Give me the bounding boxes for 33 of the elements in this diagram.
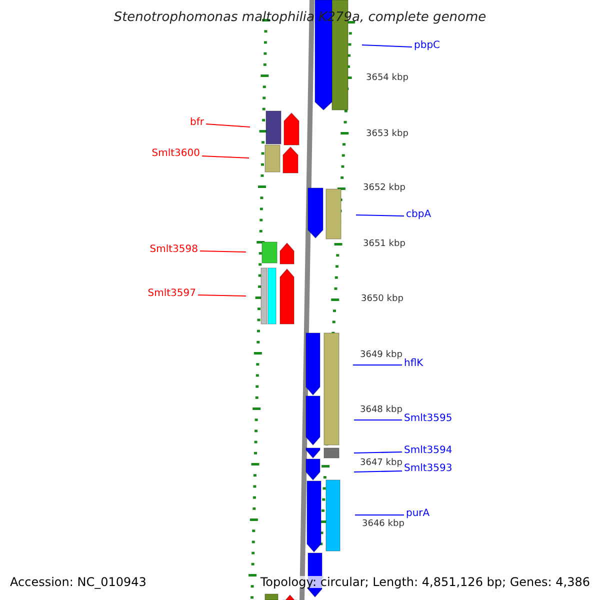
gene-label: Smlt3600 (152, 149, 200, 159)
position-label: 3649 kbp (360, 351, 402, 360)
leader-line (352, 364, 402, 366)
gene-label: Smlt3594 (404, 446, 452, 456)
position-label: 3646 kbp (362, 520, 404, 529)
footer-text: Accession: NC_010943 (10, 576, 146, 588)
gene-label: Smlt3595 (404, 414, 452, 424)
gene-label: Smlt3597 (148, 289, 196, 299)
leader-line (354, 470, 402, 472)
leader-line (200, 250, 246, 252)
gene-label: Smlt3598 (150, 245, 198, 255)
position-label: 3652 kbp (363, 184, 406, 193)
leader-line (354, 452, 402, 454)
gene-label: purA (406, 509, 430, 519)
position-label: 3654 kbp (366, 74, 408, 83)
gene-label: pbpC (414, 41, 440, 51)
gene-label: cbpA (406, 210, 432, 220)
leader-line (362, 44, 412, 48)
position-label: 3647 kbp (360, 459, 402, 468)
gene-label: bfr (190, 118, 204, 128)
gene-label: Smlt3593 (404, 464, 452, 474)
map-title: Stenotrophomonas maltophilia K279a, complete genome (112, 10, 488, 25)
leader-line (354, 514, 404, 516)
position-label: 3651 kbp (363, 240, 406, 249)
leader-line (356, 214, 404, 216)
position-label: 3648 kbp (360, 406, 402, 415)
leader-line (202, 156, 250, 158)
leader-line (206, 124, 250, 128)
position-label: 3650 kbp (361, 295, 404, 304)
footer-text: Topology: circular; Length: 4,851,126 bp; Genes: 4,386 (260, 576, 590, 588)
gene-label: hflK (404, 359, 424, 369)
leader-line (198, 294, 246, 296)
position-label: 3653 kbp (366, 130, 408, 139)
